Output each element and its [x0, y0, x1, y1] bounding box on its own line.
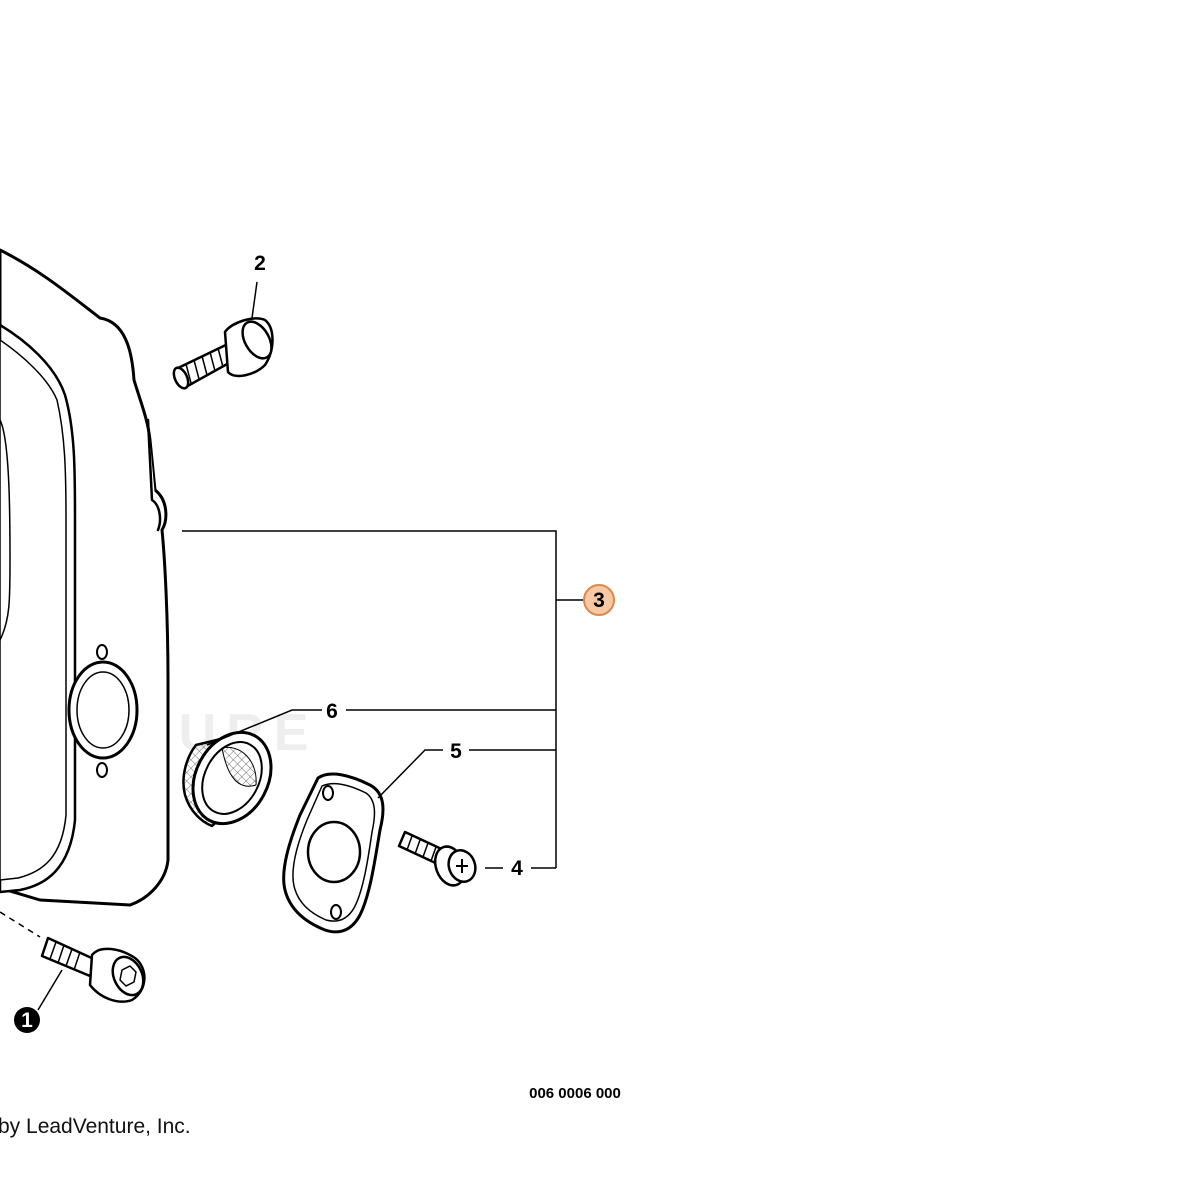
housing-upper-bolt-hole: [96, 644, 108, 660]
callout-6[interactable]: 6: [326, 700, 338, 723]
part-5-gasket[interactable]: [282, 772, 385, 934]
leader-1-dash: [0, 911, 41, 938]
part-6-screen[interactable]: [178, 719, 287, 838]
bolt-2-shaft-end: [172, 366, 190, 390]
gasket-5-lower-hole: [330, 904, 342, 920]
muffler-housing: [0, 248, 170, 907]
housing-outlet-port-inner: [76, 671, 130, 749]
leader-3-top: [182, 530, 557, 868]
callout-5[interactable]: 5: [450, 740, 462, 763]
part-4-screw[interactable]: [397, 830, 480, 890]
bolt-2-head-face: [241, 320, 273, 360]
callout-1[interactable]: 1: [14, 1007, 40, 1033]
housing-lower-bolt-hole: [96, 762, 108, 778]
gasket-5-upper-hole: [322, 785, 334, 801]
part-2-bolt[interactable]: [171, 317, 277, 391]
leader-6: [206, 709, 322, 746]
callout-1-label: 1: [21, 1009, 33, 1032]
part-1-bolt[interactable]: [40, 936, 149, 1003]
copyright-text: by LeadVenture, Inc.: [0, 1115, 191, 1138]
drawing-number: 006 0006 000: [529, 1085, 621, 1102]
callout-2-label: 2: [254, 252, 266, 275]
gasket-5-center-hole: [306, 820, 362, 884]
screw-4-cross-slot: [456, 859, 468, 873]
screw-4-thread-lines: [406, 835, 437, 862]
leader-2: [251, 281, 258, 319]
callout-6-label: 6: [326, 700, 338, 723]
callout-4[interactable]: 4: [511, 857, 523, 880]
callout-3-badge: [583, 584, 615, 616]
leader-lines: [0, 281, 584, 1011]
callout-1-badge: [14, 1007, 40, 1033]
bolt-1-hex-socket: [119, 965, 137, 987]
callout-4-label: 4: [511, 857, 523, 880]
callout-5-label: 5: [450, 740, 462, 763]
housing-flange-inner: [0, 339, 67, 881]
leader-1: [37, 969, 63, 1011]
bolt-1-thread-lines: [49, 941, 81, 971]
callout-3[interactable]: 3: [583, 584, 615, 616]
screen-6-inner-mesh: [221, 746, 257, 787]
callout-3-label: 3: [593, 589, 605, 612]
callout-2[interactable]: 2: [254, 252, 266, 275]
bolt-2-thread-lines: [185, 347, 224, 384]
leader-5: [377, 749, 443, 799]
housing-inner-recess: [0, 419, 11, 641]
housing-side-tab: [146, 418, 162, 532]
